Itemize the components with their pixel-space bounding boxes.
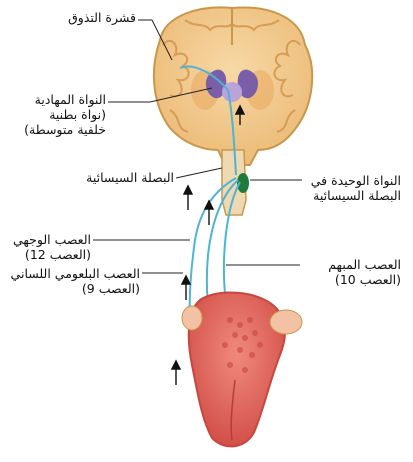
signal-arrows xyxy=(170,104,246,385)
label-thalamic-nucleus: النواة المهادية (نواة بطنية خلفية متوسطة… xyxy=(24,92,106,137)
label-medulla: البصلة السيسائية xyxy=(86,170,174,185)
brain-section xyxy=(153,6,314,216)
label-taste-cortex: قشرة التذوق xyxy=(68,10,136,25)
label-facial-nerve: العصب الوجهي (العصب 12) xyxy=(12,232,91,262)
label-glossopharyngeal-nerve: العصب البلعومي اللساني (العصب 9) xyxy=(10,266,140,296)
tongue xyxy=(181,291,303,448)
solitary-nucleus-marker xyxy=(237,173,249,193)
leader-lines xyxy=(93,19,302,274)
label-solitary-nucleus: النواة الوحيدة في البصلة السيسائية xyxy=(310,173,401,203)
label-vagus-nerve: العصب المبهم (العصب 10) xyxy=(328,257,401,287)
